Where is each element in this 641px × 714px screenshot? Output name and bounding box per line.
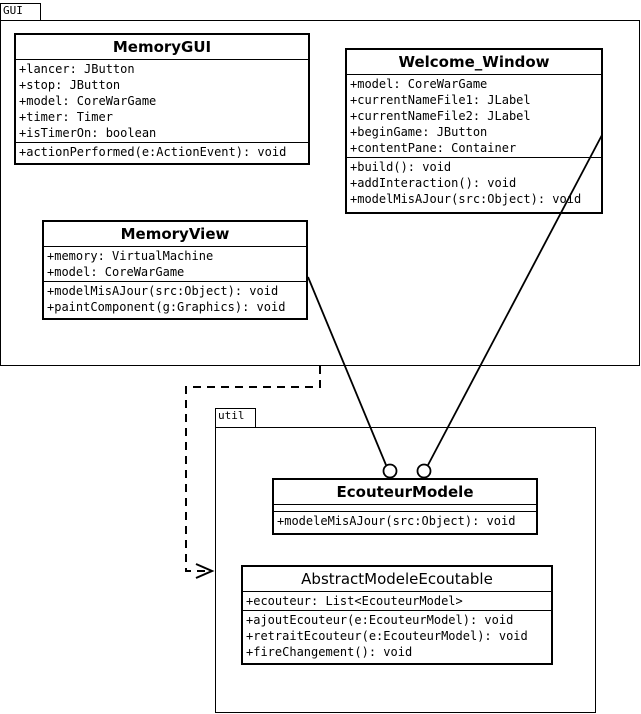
member-row: +ajoutEcouteur(e:EcouteurModel): void bbox=[246, 613, 514, 627]
dependency-arrowhead bbox=[195, 563, 215, 579]
class-name: EcouteurModele bbox=[274, 480, 536, 505]
member-row: +contentPane: Container bbox=[350, 141, 517, 155]
member-row: +isTimerOn: boolean bbox=[19, 126, 157, 140]
class-attributes: +memory: VirtualMachine +model: CoreWarGa… bbox=[44, 247, 306, 282]
class-methods: +actionPerformed(e:ActionEvent): void bbox=[16, 143, 308, 161]
class-methods: +build(): void +addInteraction(): void +mo… bbox=[347, 158, 601, 208]
member-row: +addInteraction(): void bbox=[350, 176, 517, 190]
class-attributes: +lancer: JButton +stop: JButton +model: Co… bbox=[16, 60, 308, 143]
member-row: +ecouteur: List<EcouteurModel> bbox=[246, 594, 463, 608]
dependency-line bbox=[185, 366, 321, 572]
welcome-window-interface-circle bbox=[416, 463, 432, 479]
class-welcome-window[interactable]: Welcome_Window +model: CoreWarGame +curre… bbox=[345, 48, 603, 214]
class-memory-gui[interactable]: MemoryGUI +lancer: JButton +stop: JButton… bbox=[14, 33, 310, 165]
member-row: +actionPerformed(e:ActionEvent): void bbox=[19, 145, 287, 159]
class-methods: +modeleMisAJour(src:Object): void bbox=[274, 512, 536, 530]
class-ecouteur-modele[interactable]: EcouteurModele +modeleMisAJour(src:Objec… bbox=[272, 478, 538, 535]
memory-view-interface-circle bbox=[382, 463, 398, 479]
member-row: +currentNameFile2: JLabel bbox=[350, 109, 531, 123]
class-name: AbstractModeleEcoutable bbox=[243, 567, 551, 592]
member-row: +beginGame: JButton bbox=[350, 125, 488, 139]
member-row: +currentNameFile1: JLabel bbox=[350, 93, 531, 107]
class-attributes bbox=[274, 505, 536, 512]
memory-view-interface-line bbox=[307, 276, 387, 466]
member-row: +memory: VirtualMachine bbox=[47, 249, 214, 263]
class-abstract-modele-ecoutable[interactable]: AbstractModeleEcoutable +ecouteur: List<… bbox=[241, 565, 553, 665]
member-row: +lancer: JButton bbox=[19, 62, 135, 76]
class-attributes: +model: CoreWarGame +currentNameFile1: JL… bbox=[347, 75, 601, 158]
member-row: +retraitEcouteur(e:EcouteurModel): void bbox=[246, 629, 528, 643]
member-row: +timer: Timer bbox=[19, 110, 113, 124]
member-row: +stop: JButton bbox=[19, 78, 121, 92]
class-name: Welcome_Window bbox=[347, 50, 601, 75]
class-methods: +modelMisAJour(src:Object): void +paintCo… bbox=[44, 282, 306, 316]
member-row: +modelMisAJour(src:Object): void bbox=[47, 284, 279, 298]
class-name: MemoryGUI bbox=[16, 35, 308, 60]
member-row: +paintComponent(g:Graphics): void bbox=[47, 300, 286, 314]
member-row: +fireChangement(): void bbox=[246, 645, 413, 659]
util-package-tab: util bbox=[215, 408, 256, 428]
class-methods: +ajoutEcouteur(e:EcouteurModel): void +re… bbox=[243, 611, 551, 661]
member-row: +modeleMisAJour(src:Object): void bbox=[277, 514, 516, 528]
member-row: +build(): void bbox=[350, 160, 452, 174]
welcome-window-interface-line bbox=[427, 134, 603, 466]
class-name: MemoryView bbox=[44, 222, 306, 247]
member-row: +model: CoreWarGame bbox=[47, 265, 185, 279]
class-attributes: +ecouteur: List<EcouteurModel> bbox=[243, 592, 551, 611]
member-row: +model: CoreWarGame bbox=[350, 77, 488, 91]
member-row: +modelMisAJour(src:Object): void bbox=[350, 192, 582, 206]
member-row: +model: CoreWarGame bbox=[19, 94, 157, 108]
class-memory-view[interactable]: MemoryView +memory: VirtualMachine +model… bbox=[42, 220, 308, 320]
